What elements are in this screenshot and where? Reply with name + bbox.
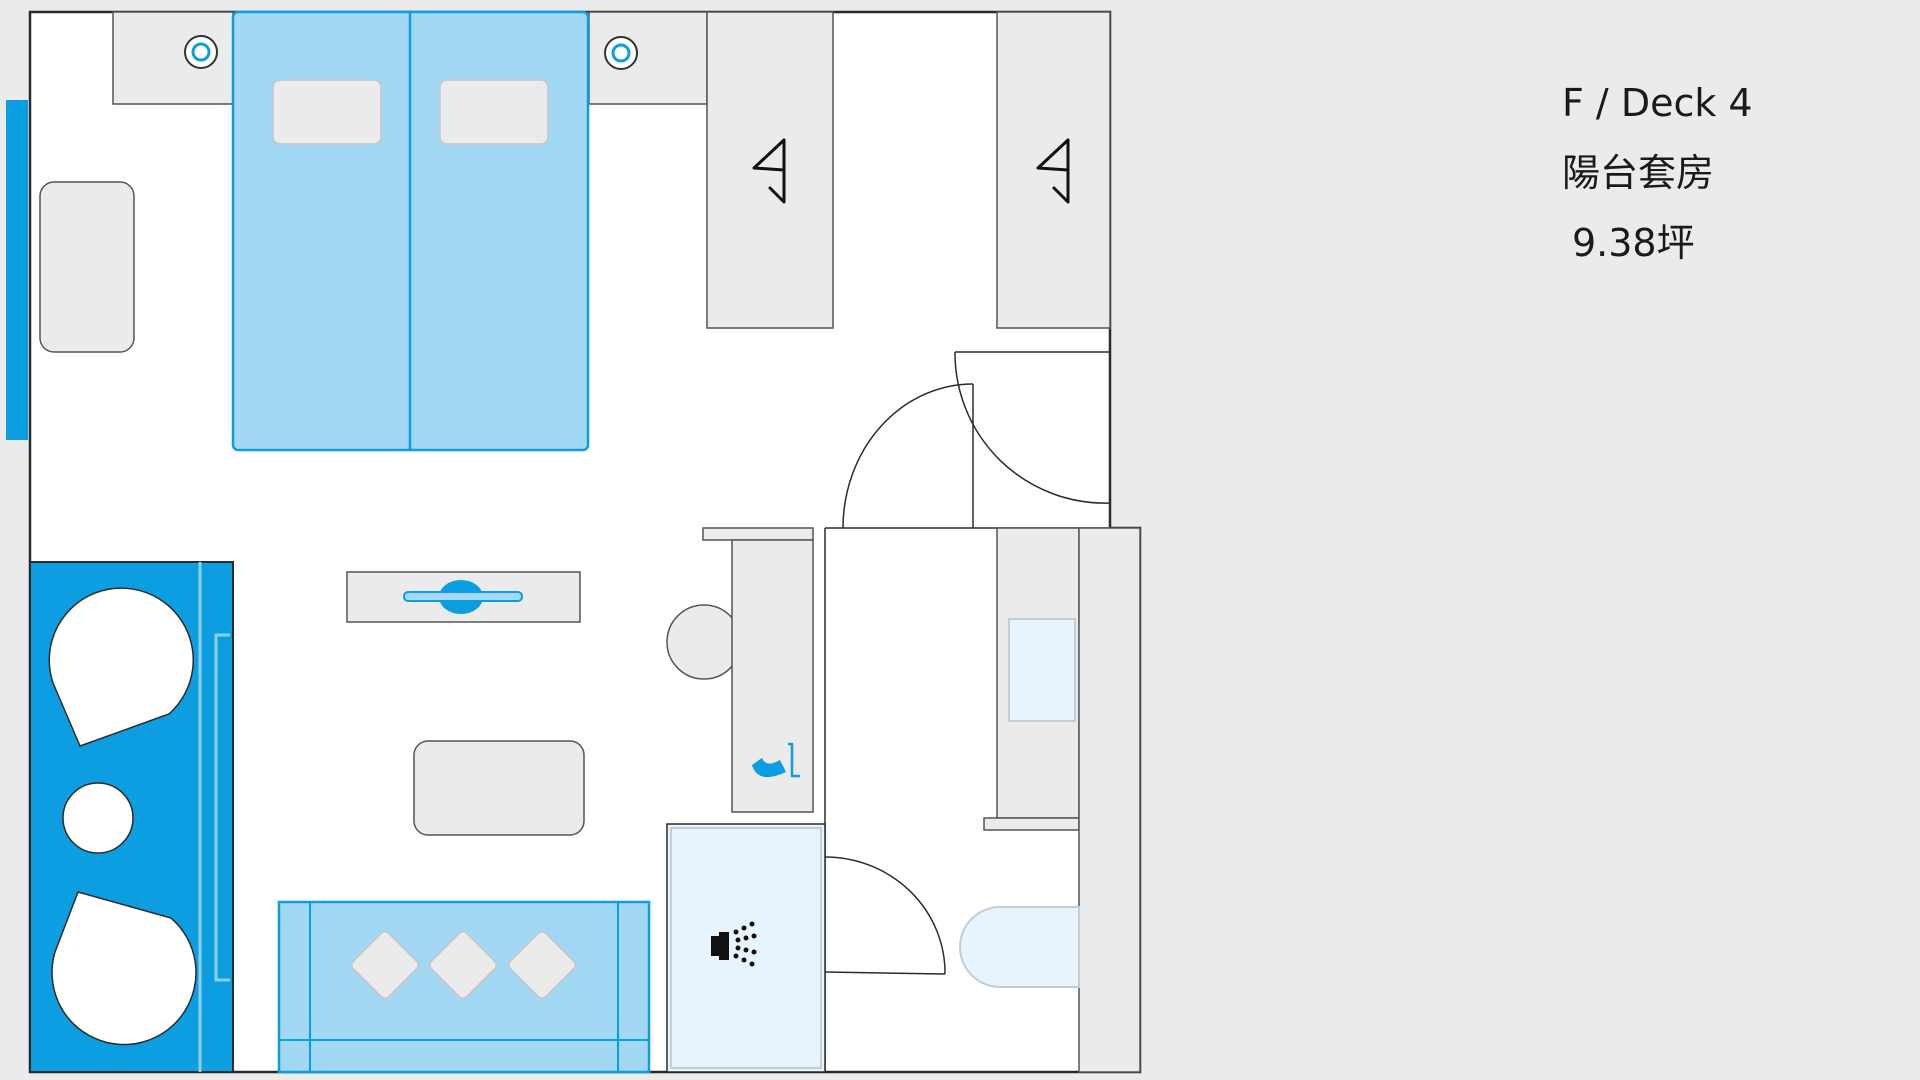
balcony-table bbox=[62, 782, 134, 854]
shower-icon bbox=[711, 921, 757, 967]
area-label: 9.38坪 bbox=[1572, 221, 1695, 265]
hanger-icon bbox=[1036, 138, 1070, 204]
pillow bbox=[439, 79, 549, 145]
sofa bbox=[277, 900, 651, 1074]
desk-top bbox=[702, 527, 814, 541]
phone-icon bbox=[752, 742, 800, 778]
bathroom-door-swing bbox=[842, 383, 974, 529]
lamp-icon bbox=[604, 36, 638, 70]
ottoman bbox=[413, 740, 585, 836]
bathroom-inner-door-swing bbox=[824, 856, 946, 975]
tv-icon bbox=[403, 580, 523, 614]
pillow bbox=[272, 79, 382, 145]
vanity-ledge bbox=[983, 817, 1080, 831]
balcony-chair bbox=[48, 587, 194, 747]
cabin-info: F / Deck 4 陽台套房 9.38坪 bbox=[1562, 68, 1753, 278]
sofa-cushion bbox=[428, 930, 498, 1000]
deck-label: F / Deck 4 bbox=[1562, 81, 1753, 125]
vanity-sink bbox=[1008, 618, 1076, 722]
hanger-icon bbox=[752, 138, 786, 204]
sofa-cushion bbox=[350, 930, 420, 1000]
shower-tray bbox=[670, 827, 822, 1069]
window-strip bbox=[6, 100, 28, 440]
balcony-chair bbox=[51, 891, 197, 1046]
desk-stool bbox=[666, 604, 742, 680]
toilet bbox=[959, 906, 1080, 988]
bath-panel bbox=[1078, 527, 1141, 1073]
bathroom-inner-door-leaf bbox=[824, 971, 946, 975]
lamp-icon bbox=[184, 35, 218, 69]
sofa-cushion bbox=[507, 930, 577, 1000]
room-type-label: 陽台套房 bbox=[1562, 151, 1715, 195]
side-shelf bbox=[39, 181, 135, 353]
balcony-door-track bbox=[214, 633, 230, 982]
